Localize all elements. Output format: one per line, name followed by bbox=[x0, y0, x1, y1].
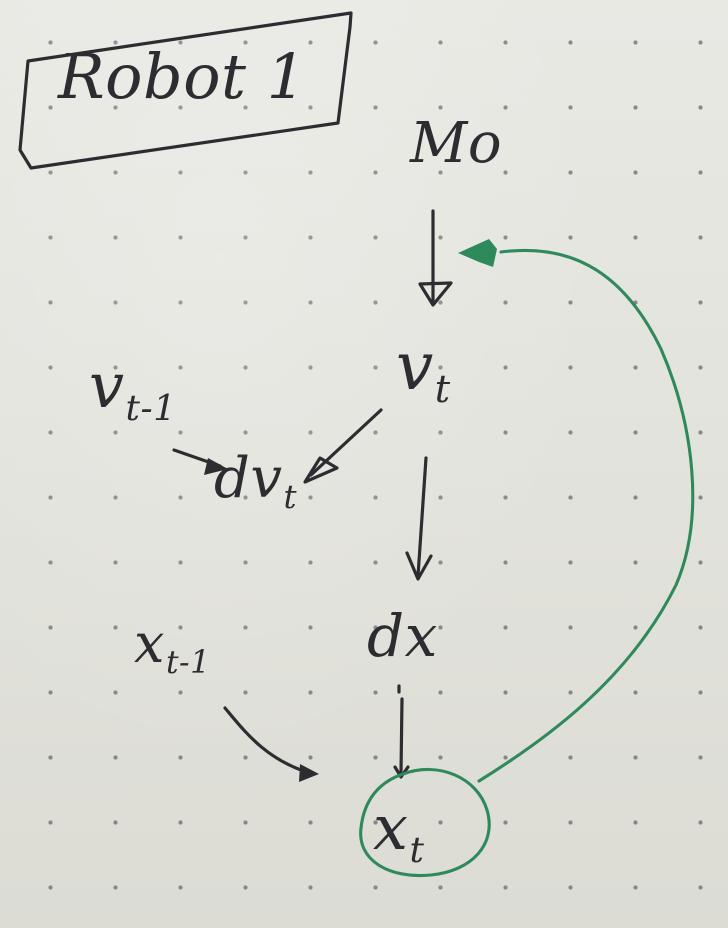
node-xprev-subscript: t-1 bbox=[165, 644, 211, 681]
edge-dx-to-xt-line bbox=[399, 697, 404, 775]
edge-m0-to-vt bbox=[418, 209, 453, 307]
node-vt-subscript: t bbox=[434, 367, 451, 413]
edge-dx-to-xt bbox=[393, 684, 410, 779]
node-vt-label: v bbox=[396, 328, 434, 405]
node-dx: dx bbox=[367, 607, 438, 665]
edge-vprev-to-dvt-arrowhead bbox=[204, 458, 228, 475]
edge-vt-to-dx bbox=[405, 456, 433, 581]
edge-dx-to-xt-arrowhead bbox=[393, 765, 410, 779]
title-text: Robot 1 bbox=[58, 40, 307, 113]
node-dvt-label: dv bbox=[214, 446, 283, 511]
xt-highlight-circle bbox=[359, 768, 491, 878]
edge-xprev-to-xt bbox=[223, 706, 319, 782]
node-dvt: dvt bbox=[214, 451, 297, 514]
edge-vt-to-dx-arrowhead bbox=[405, 551, 433, 581]
node-xprev: xt-1 bbox=[134, 617, 211, 679]
xt-highlight-circle-ring bbox=[359, 768, 491, 878]
edge-xprev-to-xt-line bbox=[223, 706, 315, 776]
feedback-loop-curve bbox=[477, 248, 695, 783]
edge-m0-to-vt-arrowhead bbox=[418, 281, 453, 307]
node-vt: vt bbox=[396, 334, 451, 410]
node-xt-subscript: t bbox=[409, 829, 425, 871]
node-vprev: vt-1 bbox=[89, 355, 177, 427]
edge-vt-to-dvt bbox=[303, 408, 383, 484]
node-xt: xt bbox=[373, 797, 424, 869]
node-xprev-label: x bbox=[134, 612, 165, 675]
feedback-loop-arrow bbox=[458, 239, 695, 783]
title-box-outline bbox=[18, 11, 353, 170]
edge-vprev-to-dvt bbox=[172, 448, 228, 475]
node-vprev-subscript: t-1 bbox=[125, 387, 177, 429]
node-xt-label: x bbox=[373, 791, 409, 864]
node-mo-label: Mo bbox=[410, 111, 503, 176]
node-vprev-label: v bbox=[89, 349, 125, 422]
edge-vt-to-dx-line bbox=[416, 456, 428, 578]
node-dx-label: dx bbox=[367, 602, 438, 670]
feedback-loop-arrowhead bbox=[458, 239, 497, 267]
title-box bbox=[18, 11, 353, 170]
edge-vt-to-dvt-line bbox=[309, 408, 383, 477]
node-mo: Mo bbox=[410, 116, 502, 172]
edge-xprev-to-xt-arrowhead bbox=[299, 764, 319, 782]
edge-vt-to-dvt-arrowhead bbox=[303, 456, 339, 484]
node-dvt-subscript: t bbox=[283, 478, 298, 517]
